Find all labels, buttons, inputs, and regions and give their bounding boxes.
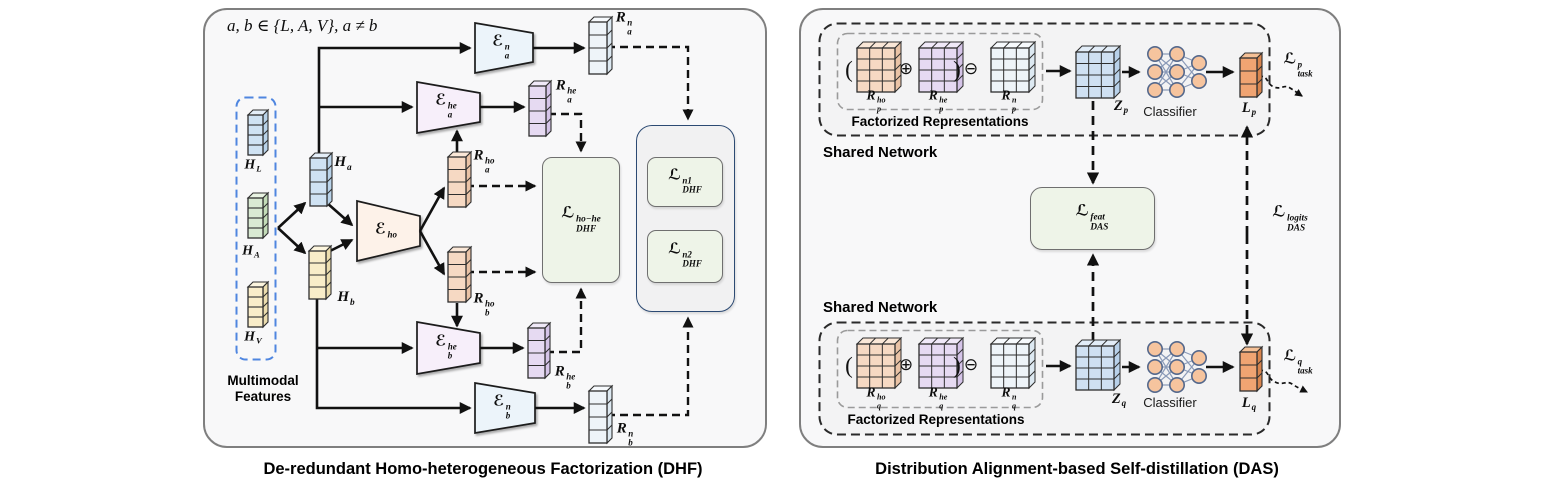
encoder-ho <box>356 199 421 263</box>
cube-stack-lq <box>1238 345 1264 393</box>
cube-stack-hb <box>307 244 333 301</box>
factorized-box-top <box>836 32 1044 111</box>
squiggle-lq-to-task-loss <box>1258 369 1308 393</box>
arrow-to-hb <box>277 227 307 255</box>
grid-zq <box>1074 338 1122 392</box>
cube-stack-hA <box>246 191 270 240</box>
classifier-network-icon-bottom <box>1147 340 1208 393</box>
arrow-eho-to-raho <box>418 186 446 232</box>
dashed-ran-to-n-loss <box>607 45 694 121</box>
cube-stack-hL <box>246 108 270 157</box>
cube-stack-lp <box>1238 51 1264 99</box>
cube-stack-ran <box>587 15 614 76</box>
encoder-a-he <box>416 80 481 135</box>
factorized-box-bottom <box>836 329 1044 409</box>
cube-stack-rbhe <box>526 321 552 380</box>
arrow-eho-to-rbho <box>418 230 446 276</box>
squiggle-lp-to-task-loss <box>1258 75 1303 97</box>
grid-rphe <box>917 40 965 94</box>
multimodal-features-box <box>235 96 277 361</box>
grid-rqho <box>855 336 903 390</box>
dashed-rbhe-to-hohe-loss <box>546 287 587 354</box>
cube-stack-raho <box>446 150 473 209</box>
cube-stack-rbn <box>587 384 614 445</box>
grid-zp <box>1074 44 1122 100</box>
encoder-b-n <box>474 381 536 435</box>
classifier-network-icon-top <box>1147 45 1208 99</box>
arrow-hb-to-ebn <box>315 299 472 414</box>
cube-stack-ha <box>308 151 334 208</box>
grid-rqhe <box>917 336 965 390</box>
arrow-ha-to-eho <box>326 202 354 227</box>
cube-stack-rbho <box>446 245 473 304</box>
cube-stack-rahe <box>527 79 553 138</box>
cube-stack-hV <box>246 280 270 329</box>
arrow-ha-to-ean <box>317 42 472 158</box>
dashed-rahe-to-hohe-loss <box>548 112 587 153</box>
grid-rpn <box>989 40 1037 94</box>
encoder-b-he <box>416 320 481 376</box>
dhf-n1-loss-box <box>647 157 723 207</box>
encoder-a-n <box>474 21 534 75</box>
grid-rqn <box>989 336 1037 390</box>
das-feat-loss-box <box>1030 187 1155 250</box>
dashed-rbn-to-n-loss <box>607 316 694 417</box>
grid-rpho <box>855 40 903 94</box>
dhf-hohe-loss-box <box>542 157 620 283</box>
dhf-n2-loss-box <box>647 230 723 283</box>
arrow-to-ha <box>277 201 307 229</box>
